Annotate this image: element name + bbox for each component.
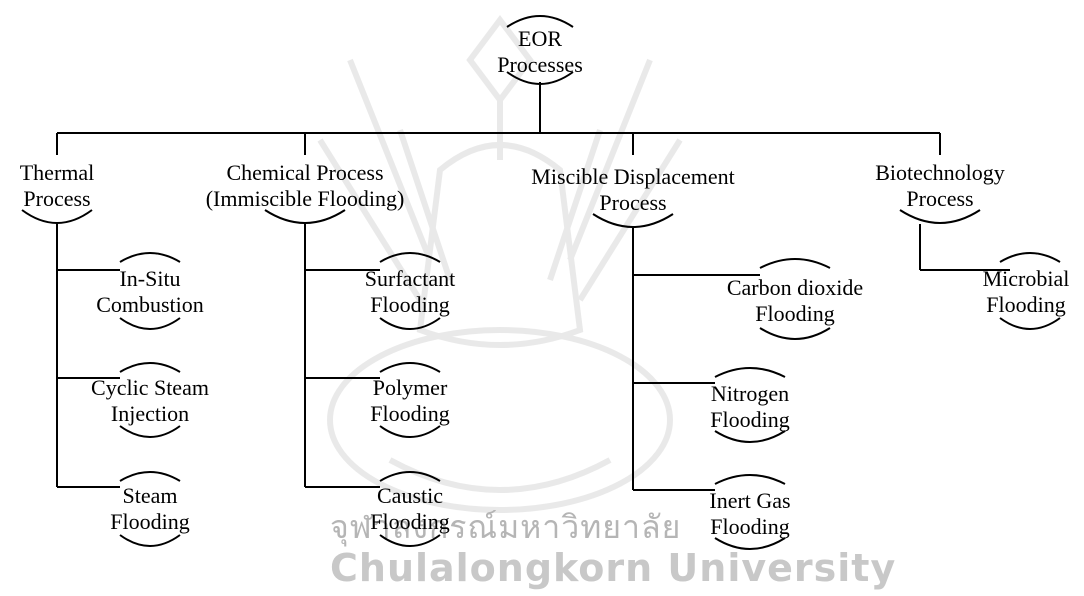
method-label-line1: Polymer	[372, 375, 448, 400]
method-caustic-flooding: Caustic Flooding	[345, 483, 475, 535]
method-label-line2: Flooding	[710, 407, 790, 432]
method-label-line2: Flooding	[755, 301, 835, 326]
method-label-line1: Microbial	[982, 266, 1070, 291]
method-label-line1: Cyclic Steam	[91, 375, 209, 400]
method-label-line2: Flooding	[110, 509, 190, 534]
university-crest-watermark	[317, 15, 683, 513]
method-nitrogen-flooding: Nitrogen Flooding	[690, 381, 810, 433]
category-chemical-process: Chemical Process (Immiscible Flooding)	[180, 160, 430, 212]
method-carbon-dioxide-flooding: Carbon dioxide Flooding	[725, 275, 865, 327]
method-in-situ-combustion: In-Situ Combustion	[80, 266, 220, 318]
method-inert-gas-flooding: Inert Gas Flooding	[690, 488, 810, 540]
category-miscible-displacement-process: Miscible Displacement Process	[508, 164, 758, 216]
category-label-line1: Miscible Displacement	[531, 164, 735, 189]
method-label-line2: Flooding	[370, 401, 450, 426]
method-label-line2: Flooding	[370, 292, 450, 317]
method-label-line1: Inert Gas	[709, 488, 791, 513]
method-label-line2: Flooding	[370, 509, 450, 534]
method-label-line1: Nitrogen	[710, 381, 790, 406]
root-label-line1: EOR	[518, 26, 562, 51]
category-label-line2: Process	[599, 190, 667, 215]
root-label-line2: Processes	[497, 52, 583, 77]
method-surfactant-flooding: Surfactant Flooding	[345, 266, 475, 318]
method-cyclic-steam-injection: Cyclic Steam Injection	[75, 375, 225, 427]
method-label-line1: Steam	[122, 483, 178, 508]
category-label-line1: Chemical Process	[226, 160, 384, 185]
category-label-line2: Process	[906, 186, 974, 211]
method-label-line1: In-Situ	[119, 266, 181, 291]
method-label-line1: Surfactant	[364, 266, 456, 291]
method-microbial-flooding: Microbial Flooding	[970, 266, 1082, 318]
method-label-line2: Combustion	[96, 292, 204, 317]
category-label-line2: (Immiscible Flooding)	[205, 186, 405, 211]
category-label-line1: Thermal	[19, 160, 95, 185]
method-label-line2: Flooding	[986, 292, 1066, 317]
category-biotechnology-process: Biotechnology Process	[840, 160, 1040, 212]
root-node-eor-processes: EOR Processes	[480, 26, 600, 78]
method-label-line1: Carbon dioxide	[726, 275, 864, 300]
method-label-line2: Injection	[110, 401, 190, 426]
category-label-line2: Process	[23, 186, 91, 211]
category-thermal-process: Thermal Process	[2, 160, 112, 212]
method-label-line1: Caustic	[377, 483, 443, 508]
watermark-english-text: Chulalongkorn University	[330, 546, 897, 590]
method-label-line2: Flooding	[710, 514, 790, 539]
category-label-line1: Biotechnology	[875, 160, 1005, 185]
method-polymer-flooding: Polymer Flooding	[345, 375, 475, 427]
method-steam-flooding: Steam Flooding	[85, 483, 215, 535]
